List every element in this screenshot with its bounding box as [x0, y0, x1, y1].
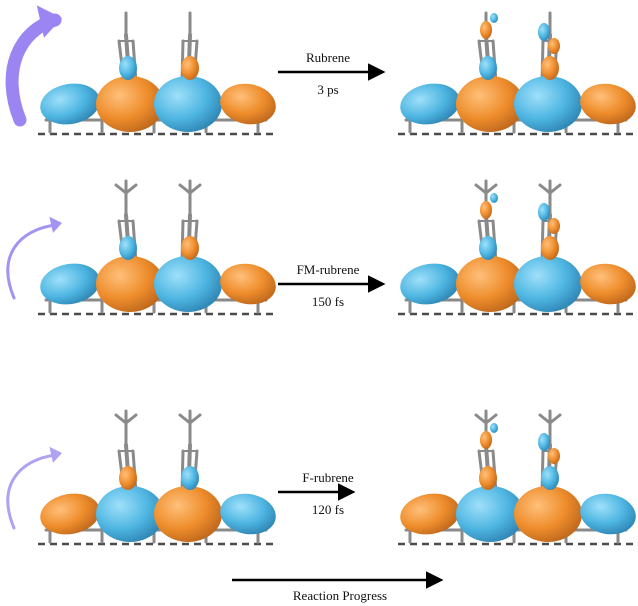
- orbital-lobe-small: [119, 56, 137, 80]
- orbital-lobe: [456, 256, 524, 312]
- orbital-lobe-small: [119, 236, 137, 260]
- orbital-lobe: [96, 486, 164, 542]
- orbital-lobe-small: [548, 218, 560, 234]
- orbital-lobe-small: [479, 56, 497, 80]
- orbital-lobe-small: [548, 38, 560, 54]
- orbital-lobe-small: [479, 236, 497, 260]
- transfer-time-label: 120 fs: [312, 502, 344, 517]
- orbital-lobe: [154, 486, 222, 542]
- transfer-time-label: 3 ps: [317, 82, 338, 97]
- orbital-lobe-small: [541, 236, 559, 260]
- orbital-lobe: [154, 256, 222, 312]
- orbital-lobe: [456, 486, 524, 542]
- orbital-lobe-small: [548, 448, 560, 464]
- transfer-time-label: 150 fs: [312, 294, 344, 309]
- orbital-lobe-small: [541, 56, 559, 80]
- orbital-lobe: [96, 256, 164, 312]
- molecule-label: F-rubrene: [302, 470, 353, 485]
- reaction-row: FM-rubrene 150 fs: [8, 181, 638, 314]
- orbital-lobe-small: [538, 23, 550, 41]
- transfer-arrowhead: [49, 447, 62, 463]
- orbital-lobe-small: [480, 21, 492, 39]
- molecule-label: Rubrene: [306, 50, 350, 65]
- orbital-lobe-small: [490, 13, 498, 23]
- orbital-lobe: [456, 76, 524, 132]
- molecule-label: FM-rubrene: [297, 262, 360, 277]
- orbital-lobe: [96, 76, 164, 132]
- reaction-row: Rubrene 3 ps: [12, 5, 638, 134]
- orbital-lobe-small: [181, 236, 199, 260]
- orbital-lobe-small: [181, 56, 199, 80]
- orbital-lobe-small: [480, 201, 492, 219]
- orbital-lobe-small: [479, 466, 497, 490]
- orbital-lobe-small: [490, 193, 498, 203]
- orbital-lobe-small: [181, 466, 199, 490]
- orbital-lobe: [514, 486, 582, 542]
- orbital-lobe-small: [119, 466, 137, 490]
- transfer-arrowhead: [49, 217, 62, 233]
- reaction-row: F-rubrene 120 fs: [8, 411, 638, 544]
- orbital-lobe-small: [538, 203, 550, 221]
- reaction-progress-label: Reaction Progress: [293, 588, 387, 603]
- orbital-lobe: [154, 76, 222, 132]
- orbital-lobe-small: [490, 423, 498, 433]
- orbital-lobe: [514, 256, 582, 312]
- orbital-lobe: [514, 76, 582, 132]
- orbital-lobe-small: [480, 431, 492, 449]
- orbital-lobe-small: [538, 433, 550, 451]
- orbital-lobe-small: [541, 466, 559, 490]
